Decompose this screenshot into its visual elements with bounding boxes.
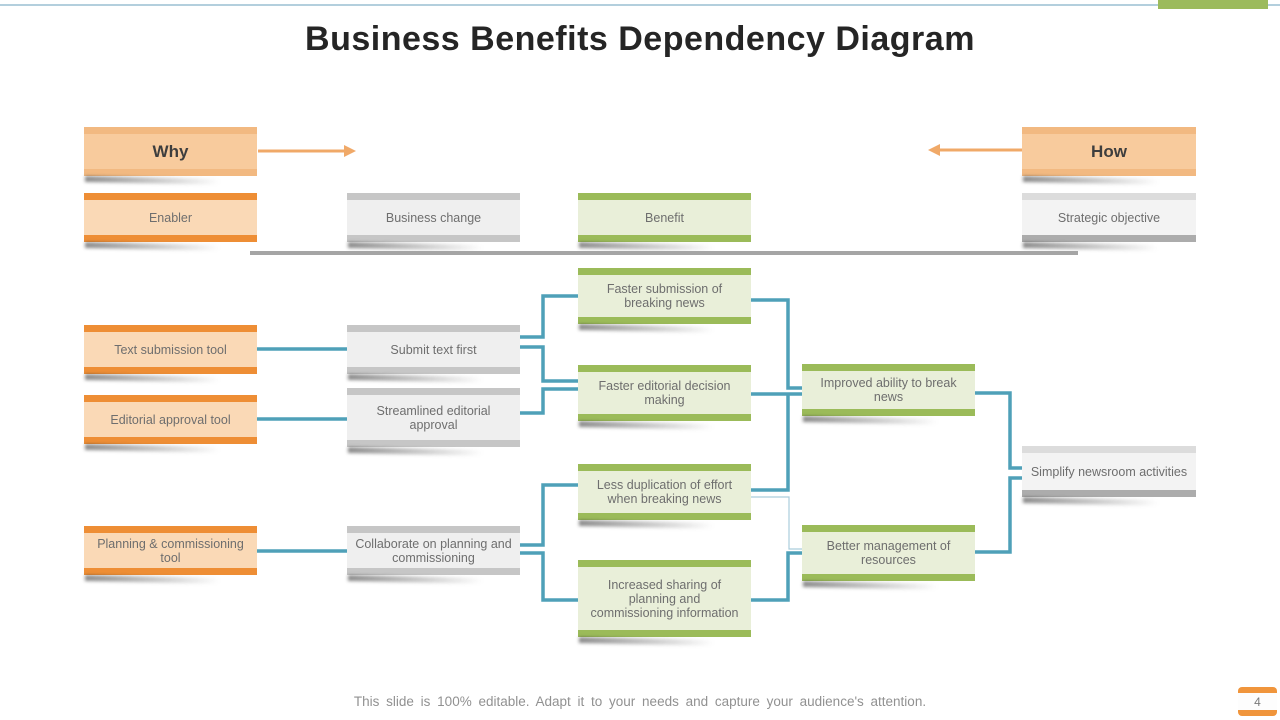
node-label: Collaborate on planning and commissionin… <box>355 536 512 565</box>
node-label: Less duplication of effort when breaking… <box>596 478 733 506</box>
column-header-label: Benefit <box>645 210 684 225</box>
connector <box>751 551 802 602</box>
how-label: How <box>1091 141 1127 161</box>
node-label: Simplify newsroom activities <box>1030 464 1188 479</box>
page-number-badge: 4 <box>1238 687 1277 716</box>
node-faster-editorial[interactable]: Faster editorial decision making <box>578 365 751 421</box>
why-label: Why <box>152 141 189 161</box>
why-arrow-icon <box>258 145 356 157</box>
column-header-strategic-objective[interactable]: Strategic objective <box>1022 193 1196 242</box>
node-planning-commissioning-tool[interactable]: Planning & commissioning tool <box>84 526 257 575</box>
node-submit-text-first[interactable]: Submit text first <box>347 325 520 374</box>
column-header-enabler[interactable]: Enabler <box>84 193 257 242</box>
connector <box>975 476 1022 554</box>
page-title: Business Benefits Dependency Diagram <box>305 20 975 58</box>
node-label: Text submission tool <box>114 342 227 357</box>
column-header-benefit[interactable]: Benefit <box>578 193 751 242</box>
node-label: Faster submission of breaking news <box>606 282 723 310</box>
connector <box>520 387 578 415</box>
connector <box>751 298 802 390</box>
node-text-submission-tool[interactable]: Text submission tool <box>84 325 257 374</box>
node-increased-sharing[interactable]: Increased sharing of planning and commis… <box>578 560 751 637</box>
page-number: 4 <box>1254 694 1261 709</box>
node-better-management[interactable]: Better management of resources <box>802 525 975 581</box>
column-header-label: Business change <box>385 210 482 225</box>
node-label: Improved ability to break news <box>820 376 957 404</box>
connector <box>520 551 578 602</box>
node-collaborate-planning[interactable]: Collaborate on planning and commissionin… <box>347 526 520 575</box>
corner-green-tab <box>1158 0 1268 9</box>
node-label: Editorial approval tool <box>110 412 231 427</box>
node-label: Better management of resources <box>826 539 951 567</box>
top-border-line <box>0 4 1280 6</box>
footer-note: This slide is 100% editable. Adapt it to… <box>353 694 927 709</box>
connector <box>520 483 578 547</box>
node-simplify-newsroom[interactable]: Simplify newsroom activities <box>1022 446 1196 497</box>
node-less-duplication[interactable]: Less duplication of effort when breaking… <box>578 464 751 520</box>
how-header-box[interactable]: How <box>1022 127 1196 176</box>
node-improved-ability[interactable]: Improved ability to break news <box>802 364 975 416</box>
how-arrow-icon <box>928 144 1022 156</box>
column-header-label: Enabler <box>148 210 193 225</box>
connector <box>751 394 790 492</box>
connector <box>520 294 578 339</box>
header-divider-line <box>250 251 1078 255</box>
connector-thin <box>751 496 802 550</box>
node-label: Faster editorial decision making <box>598 379 731 407</box>
connector <box>975 391 1022 470</box>
column-header-business-change[interactable]: Business change <box>347 193 520 242</box>
why-header-box[interactable]: Why <box>84 127 257 176</box>
node-label: Increased sharing of planning and commis… <box>590 577 739 620</box>
node-editorial-approval-tool[interactable]: Editorial approval tool <box>84 395 257 444</box>
node-faster-submission[interactable]: Faster submission of breaking news <box>578 268 751 324</box>
node-label: Planning & commissioning tool <box>97 536 244 565</box>
connector <box>520 345 578 383</box>
column-header-label: Strategic objective <box>1057 210 1161 225</box>
node-label: Submit text first <box>390 342 477 357</box>
node-streamlined-editorial-approval[interactable]: Streamlined editorial approval <box>347 388 520 447</box>
node-label: Streamlined editorial approval <box>376 403 491 432</box>
